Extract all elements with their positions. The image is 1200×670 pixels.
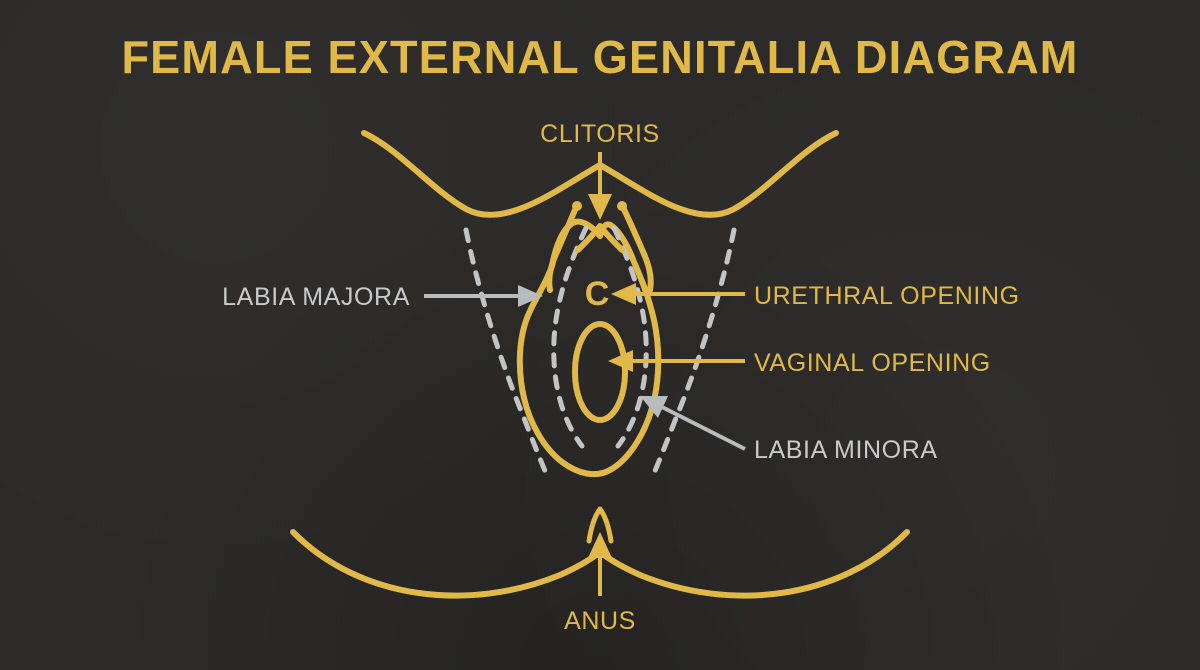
label-urethral-opening: URETHRAL OPENING (754, 282, 1020, 310)
right-buttock-curve (597, 529, 910, 599)
anus-shape (586, 506, 614, 544)
clitoris-knob-left-icon (572, 201, 582, 211)
clitoral-hood-right-line (619, 202, 654, 293)
labia-majora-left-dashed (463, 227, 551, 481)
urethral-opening-arrowhead-icon (611, 283, 636, 305)
vaginal-opening-shape (572, 321, 628, 423)
urethral-opening-marker: C (585, 275, 610, 313)
label-vaginal-opening: VAGINAL OPENING (754, 349, 991, 377)
clitoris-arrowhead-icon (588, 194, 612, 220)
label-labia-majora: LABIA MAJORA (222, 283, 410, 311)
page-title: FEMALE EXTERNAL GENITALIA DIAGRAM (121, 31, 1079, 83)
label-clitoris: CLITORIS (540, 120, 660, 148)
leader-lines-group (424, 152, 746, 596)
labia-majora-right-dashed (649, 227, 737, 481)
clitoral-hood-left-line (546, 202, 580, 293)
anatomy-group: C (290, 130, 910, 599)
anus-arrowhead-icon (588, 532, 612, 558)
vaginal-opening-arrowhead-icon (608, 350, 633, 372)
label-anus: ANUS (564, 607, 636, 635)
vestibule-left-dashed (551, 225, 589, 449)
clitoral-glans-peak (575, 223, 625, 253)
left-buttock-curve (290, 529, 603, 599)
clitoris-knob-right-icon (617, 201, 627, 211)
labels-group: CLITORIS LABIA MAJORA URETHRAL OPENING V… (222, 120, 1019, 635)
labia-majora-arrowhead-icon (518, 285, 543, 307)
vestibule-right-dashed (611, 225, 649, 449)
labia-minora-leader-line (659, 404, 746, 451)
labia-minora-arrowhead-icon (640, 396, 668, 418)
labia-minora-outline (516, 218, 662, 478)
label-labia-minora: LABIA MINORA (754, 436, 938, 464)
